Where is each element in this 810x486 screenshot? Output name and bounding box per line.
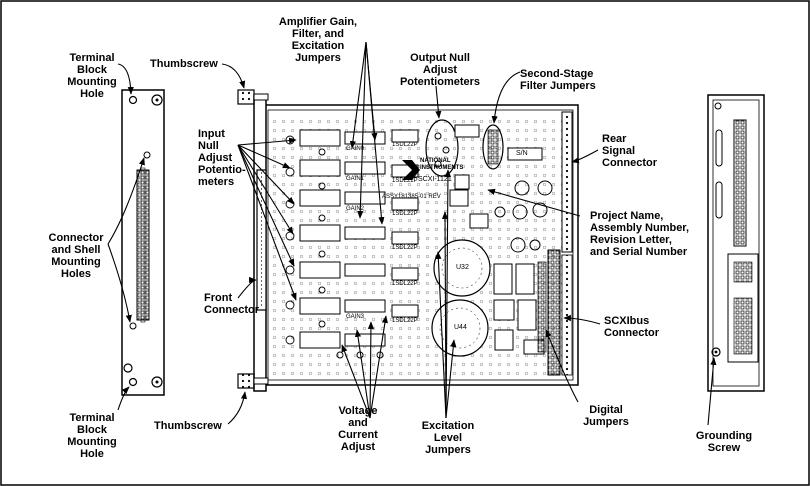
label-thumbscrew-bottom: Thumbscrew [154, 420, 222, 432]
thumbscrew-top [237, 89, 269, 105]
terminal-block-mounting-hole-bottom [128, 377, 138, 387]
label-connector-shell-holes: Connector and Shell Mounting Holes [48, 232, 104, 280]
label-terminal-block-bottom: Terminal Block Mounting Hole [67, 412, 117, 460]
board-ssdl-4: 1SDL22P [392, 245, 418, 251]
board-ssdl-5: 1SDL22P [392, 281, 418, 287]
leader-lines [107, 41, 717, 426]
digital-jumpers-block [537, 261, 547, 353]
board-logo-text: NATIONAL INSTRUMENTS [420, 158, 464, 171]
label-terminal-block-top: Terminal Block Mounting Hole [67, 52, 117, 100]
label-front-connector: Front Connector [204, 292, 259, 316]
board-ssdl-6: 1SDL22P [392, 318, 418, 324]
thumbscrew-bottom [237, 373, 269, 389]
scxi-module-board [237, 89, 579, 392]
serial-number-box [507, 147, 543, 161]
board-gain-2: GAIN1 [346, 176, 365, 182]
label-scxibus-connector: SCXIbus Connector [604, 315, 659, 339]
board-ssdl-2: 1SDL22P [392, 178, 418, 184]
board-gain-3: GAIN2 [346, 206, 365, 212]
grounding-screw-icon [711, 347, 721, 357]
rear-view-module [707, 94, 765, 392]
board-model: SCXI-1121 [418, 176, 452, 183]
output-null-pot-group [425, 119, 459, 177]
board-ssdl-3: 1SDL22P [392, 211, 418, 217]
label-second-stage-jumpers: Second-Stage Filter Jumpers [520, 68, 596, 92]
label-voltage-current-adjust: Voltage and Current Adjust [338, 405, 378, 453]
label-digital-jumpers: Digital Jumpers [583, 404, 629, 428]
board-gain-4: GAIN3 [346, 314, 365, 320]
ni-logo-icon [402, 160, 420, 180]
label-project-name: Project Name, Assembly Number, Revision … [590, 210, 690, 258]
second-stage-jumper-group [482, 124, 504, 170]
terminal-block-mounting-hole-top [128, 95, 138, 105]
board-u32: U32 [456, 264, 469, 271]
label-amplifier-jumpers: Amplifier Gain, Filter, and Excitation J… [278, 16, 358, 64]
board-u44: U44 [454, 324, 467, 331]
board-sn: S/N [516, 150, 528, 157]
board-ssdl-1: 1SDL22P [392, 142, 418, 148]
rear-signal-connector [561, 111, 573, 253]
label-thumbscrew-top: Thumbscrew [150, 58, 218, 70]
board-assy: ASSY181385-01 REV [382, 194, 441, 200]
label-output-null-pots: Output Null Adjust Potentiometers [399, 52, 481, 88]
scxibus-connector [547, 249, 561, 376]
label-excitation-level-jumpers: Excitation Level Jumpers [421, 420, 475, 456]
label-grounding-screw: Grounding Screw [695, 430, 753, 454]
board-gain-1: GAIN0 [346, 146, 365, 152]
label-input-null-pots: Input Null Adjust Potentio- meters [198, 128, 246, 188]
terminal-block [121, 89, 165, 396]
label-rear-signal-connector: Rear Signal Connector [602, 133, 657, 169]
